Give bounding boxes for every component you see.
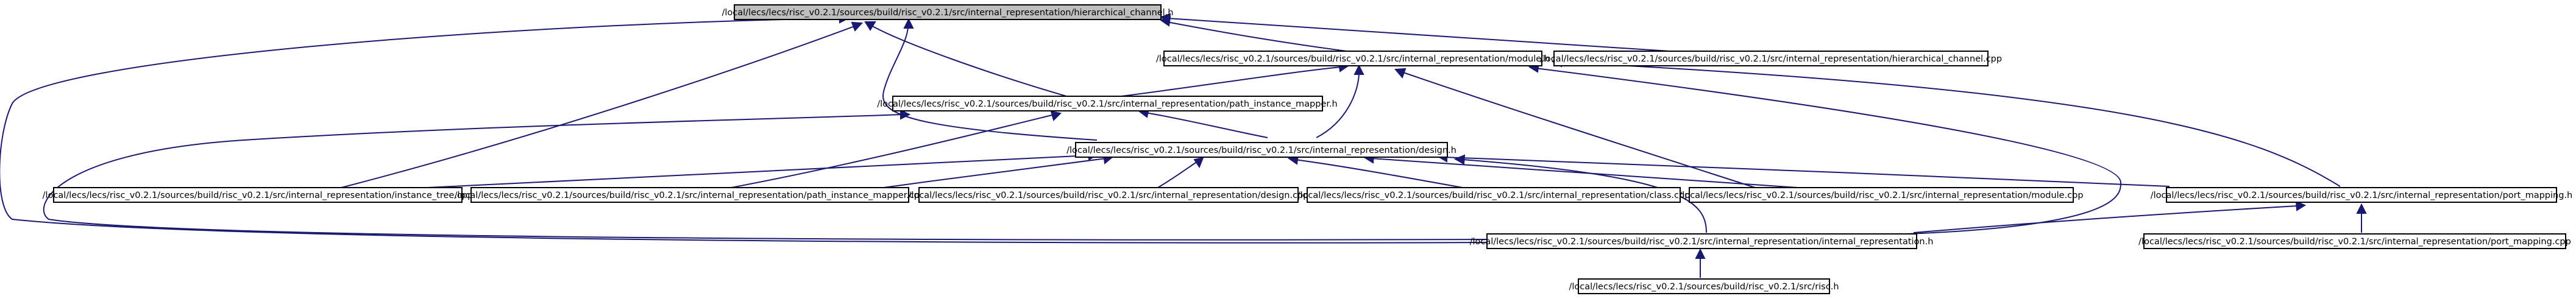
edge-instance-tree-cpp-to-hierarchical-channel-h xyxy=(341,21,864,188)
node-port-mapping-h[interactable]: /local/lecs/lecs/risc_v0.2.1/sources/bui… xyxy=(2151,187,2572,203)
edge-design-h-to-module-h xyxy=(1316,64,1364,138)
edge-class-cpp-to-design-h xyxy=(1287,154,1463,188)
node-port-mapping-cpp-label: /local/lecs/lecs/risc_v0.2.1/sources/bui… xyxy=(2138,237,2571,247)
node-design-h-label: /local/lecs/lecs/risc_v0.2.1/sources/bui… xyxy=(1066,146,1457,155)
node-path-instance-mapper-cpp-label: /local/lecs/lecs/risc_v0.2.1/sources/bui… xyxy=(455,191,926,200)
node-port-mapping-h-label: /local/lecs/lecs/risc_v0.2.1/sources/bui… xyxy=(2151,191,2572,200)
edges xyxy=(0,13,2367,278)
edge-design-cpp-to-design-h xyxy=(1157,157,1204,188)
edge-internal-representation-h-to-port-mapping-h xyxy=(1913,200,2307,233)
node-module-cpp[interactable]: /local/lecs/lecs/risc_v0.2.1/sources/bui… xyxy=(1679,187,2084,203)
node-port-mapping-cpp[interactable]: /local/lecs/lecs/risc_v0.2.1/sources/bui… xyxy=(2138,233,2571,249)
node-internal-representation-h[interactable]: /local/lecs/lecs/risc_v0.2.1/sources/bui… xyxy=(1470,233,1934,249)
edge-port-mapping-h-to-module-h xyxy=(1551,57,2341,187)
node-module-h[interactable]: /local/lecs/lecs/risc_v0.2.1/sources/bui… xyxy=(1156,51,1550,66)
edge-module-h-to-hierarchical-channel-h xyxy=(1159,16,1366,54)
edge-design-h-to-hierarchical-channel-h xyxy=(882,18,1098,141)
node-class-cpp-label: /local/lecs/lecs/risc_v0.2.1/sources/bui… xyxy=(1297,191,1691,200)
node-path-instance-mapper-h[interactable]: /local/lecs/lecs/risc_v0.2.1/sources/bui… xyxy=(877,96,1338,111)
edge-module-cpp-to-module-h xyxy=(1394,68,1756,188)
nodes: /local/lecs/lecs/risc_v0.2.1/sources/bui… xyxy=(43,4,2572,294)
edge-path-instance-mapper-cpp-to-path-instance-mapper-h xyxy=(731,110,1062,188)
node-path-instance-mapper-cpp[interactable]: /local/lecs/lecs/risc_v0.2.1/sources/bui… xyxy=(455,187,926,203)
node-internal-representation-h-label: /local/lecs/lecs/risc_v0.2.1/sources/bui… xyxy=(1470,237,1934,247)
node-hierarchical-channel-cpp-label: /local/lecs/lecs/risc_v0.2.1/sources/bui… xyxy=(1540,54,2002,64)
edge-internal-representation-h-to-module-h xyxy=(1528,62,2122,235)
edge-port-mapping-cpp-to-port-mapping-h xyxy=(2356,203,2367,233)
edge-module-cpp-to-design-h xyxy=(1363,153,1798,188)
edge-path-instance-mapper-h-to-module-h xyxy=(1121,62,1350,97)
node-hierarchical-channel-h[interactable]: /local/lecs/lecs/risc_v0.2.1/sources/bui… xyxy=(722,4,1174,20)
node-hierarchical-channel-cpp[interactable]: /local/lecs/lecs/risc_v0.2.1/sources/bui… xyxy=(1540,51,2002,66)
node-risc-h[interactable]: /local/lecs/lecs/risc_v0.2.1/sources/bui… xyxy=(1569,278,1839,294)
node-design-h[interactable]: /local/lecs/lecs/risc_v0.2.1/sources/bui… xyxy=(1066,142,1457,158)
node-path-instance-mapper-h-label: /local/lecs/lecs/risc_v0.2.1/sources/bui… xyxy=(877,99,1338,109)
edge-hierarchical-channel-cpp-to-hierarchical-channel-h xyxy=(1159,13,1707,54)
edge-design-h-to-path-instance-mapper-h xyxy=(1138,107,1268,138)
node-design-cpp-label: /local/lecs/lecs/risc_v0.2.1/sources/bui… xyxy=(909,191,1309,200)
edge-internal-representation-h-to-path-instance-mapper-h xyxy=(43,109,1488,241)
edge-port-mapping-h-to-design-h xyxy=(1436,152,2170,187)
node-risc-h-label: /local/lecs/lecs/risc_v0.2.1/sources/bui… xyxy=(1569,282,1839,292)
node-instance-tree-cpp-label: /local/lecs/lecs/risc_v0.2.1/sources/bui… xyxy=(43,191,474,200)
edge-internal-representation-h-to-hierarchical-channel-h xyxy=(0,13,1488,244)
node-hierarchical-channel-h-label: /local/lecs/lecs/risc_v0.2.1/sources/bui… xyxy=(722,8,1174,18)
node-module-h-label: /local/lecs/lecs/risc_v0.2.1/sources/bui… xyxy=(1156,54,1550,64)
edge-path-instance-mapper-h-to-hierarchical-channel-h xyxy=(864,21,1067,97)
node-class-cpp[interactable]: /local/lecs/lecs/risc_v0.2.1/sources/bui… xyxy=(1297,187,1691,203)
node-module-cpp-label: /local/lecs/lecs/risc_v0.2.1/sources/bui… xyxy=(1679,191,2083,200)
node-design-cpp[interactable]: /local/lecs/lecs/risc_v0.2.1/sources/bui… xyxy=(909,187,1309,203)
node-instance-tree-cpp[interactable]: /local/lecs/lecs/risc_v0.2.1/sources/bui… xyxy=(43,187,474,203)
edge-risc-h-to-internal-representation-h xyxy=(1695,248,1706,278)
